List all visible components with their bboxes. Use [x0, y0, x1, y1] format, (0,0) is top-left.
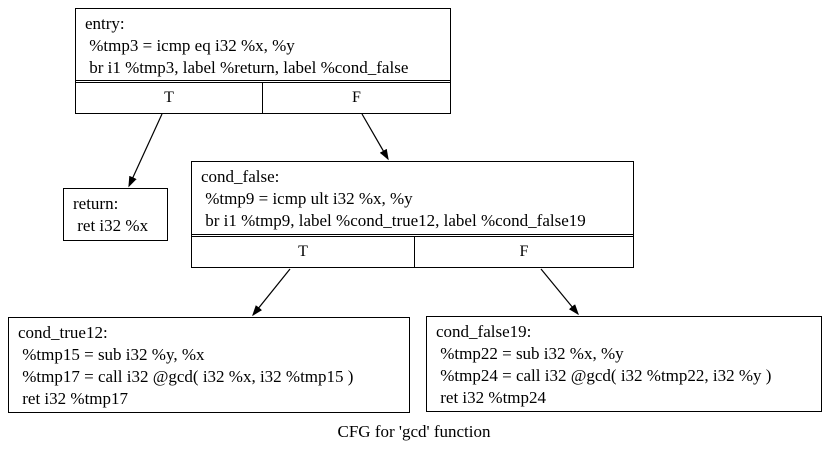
edge-entry-F-cond-false — [361, 113, 389, 161]
entry-true-port: T — [76, 83, 263, 113]
node-cond-false19: cond_false19: %tmp22 = sub i32 %x, %y %t… — [426, 316, 822, 412]
node-line: %tmp22 = sub i32 %x, %y — [436, 344, 624, 363]
node-line: entry: — [85, 14, 125, 33]
node-entry: entry: %tmp3 = icmp eq i32 %x, %y br i1 … — [75, 8, 451, 114]
node-cond-false-body: cond_false: %tmp9 = icmp ult i32 %x, %y … — [192, 162, 633, 235]
node-entry-branch-row: T F — [76, 82, 450, 113]
node-line: br i1 %tmp9, label %cond_true12, label %… — [201, 211, 586, 230]
node-line: %tmp3 = icmp eq i32 %x, %y — [85, 36, 295, 55]
node-line: %tmp17 = call i32 @gcd( i32 %x, i32 %tmp… — [18, 367, 354, 386]
node-line: %tmp24 = call i32 @gcd( i32 %tmp22, i32 … — [436, 366, 772, 385]
node-return: return: ret i32 %x — [63, 188, 168, 241]
node-line: cond_false: — [201, 167, 280, 186]
node-line: ret i32 %tmp24 — [436, 388, 547, 407]
node-cond-false19-body: cond_false19: %tmp22 = sub i32 %x, %y %t… — [427, 317, 821, 409]
node-line: ret i32 %x — [73, 216, 149, 235]
node-cond-false: cond_false: %tmp9 = icmp ult i32 %x, %y … — [191, 161, 634, 268]
node-line: cond_false19: — [436, 322, 532, 341]
node-cond-true12-body: cond_true12: %tmp15 = sub i32 %y, %x %tm… — [9, 318, 409, 410]
node-line: cond_true12: — [18, 323, 108, 342]
node-line: ret i32 %tmp17 — [18, 389, 129, 408]
node-cond-true12: cond_true12: %tmp15 = sub i32 %y, %x %tm… — [8, 317, 410, 413]
node-line: %tmp9 = icmp ult i32 %x, %y — [201, 189, 413, 208]
entry-false-port: F — [352, 89, 361, 106]
edge-cond-false-F-cond-false19 — [540, 268, 579, 316]
node-line: %tmp15 = sub i32 %y, %x — [18, 345, 205, 364]
node-return-body: return: ret i32 %x — [64, 189, 167, 237]
edge-entry-T-return — [128, 113, 163, 188]
edge-cond-false-T-cond-true12 — [252, 268, 291, 317]
cond-false-true-port: T — [192, 237, 415, 267]
node-cond-false-branch-row: T F — [192, 236, 633, 267]
node-line: br i1 %tmp3, label %return, label %cond_… — [85, 58, 409, 77]
node-entry-body: entry: %tmp3 = icmp eq i32 %x, %y br i1 … — [76, 9, 450, 81]
graph-caption: CFG for 'gcd' function — [337, 422, 491, 441]
node-line: return: — [73, 194, 119, 213]
cond-false-false-port: F — [519, 243, 529, 260]
